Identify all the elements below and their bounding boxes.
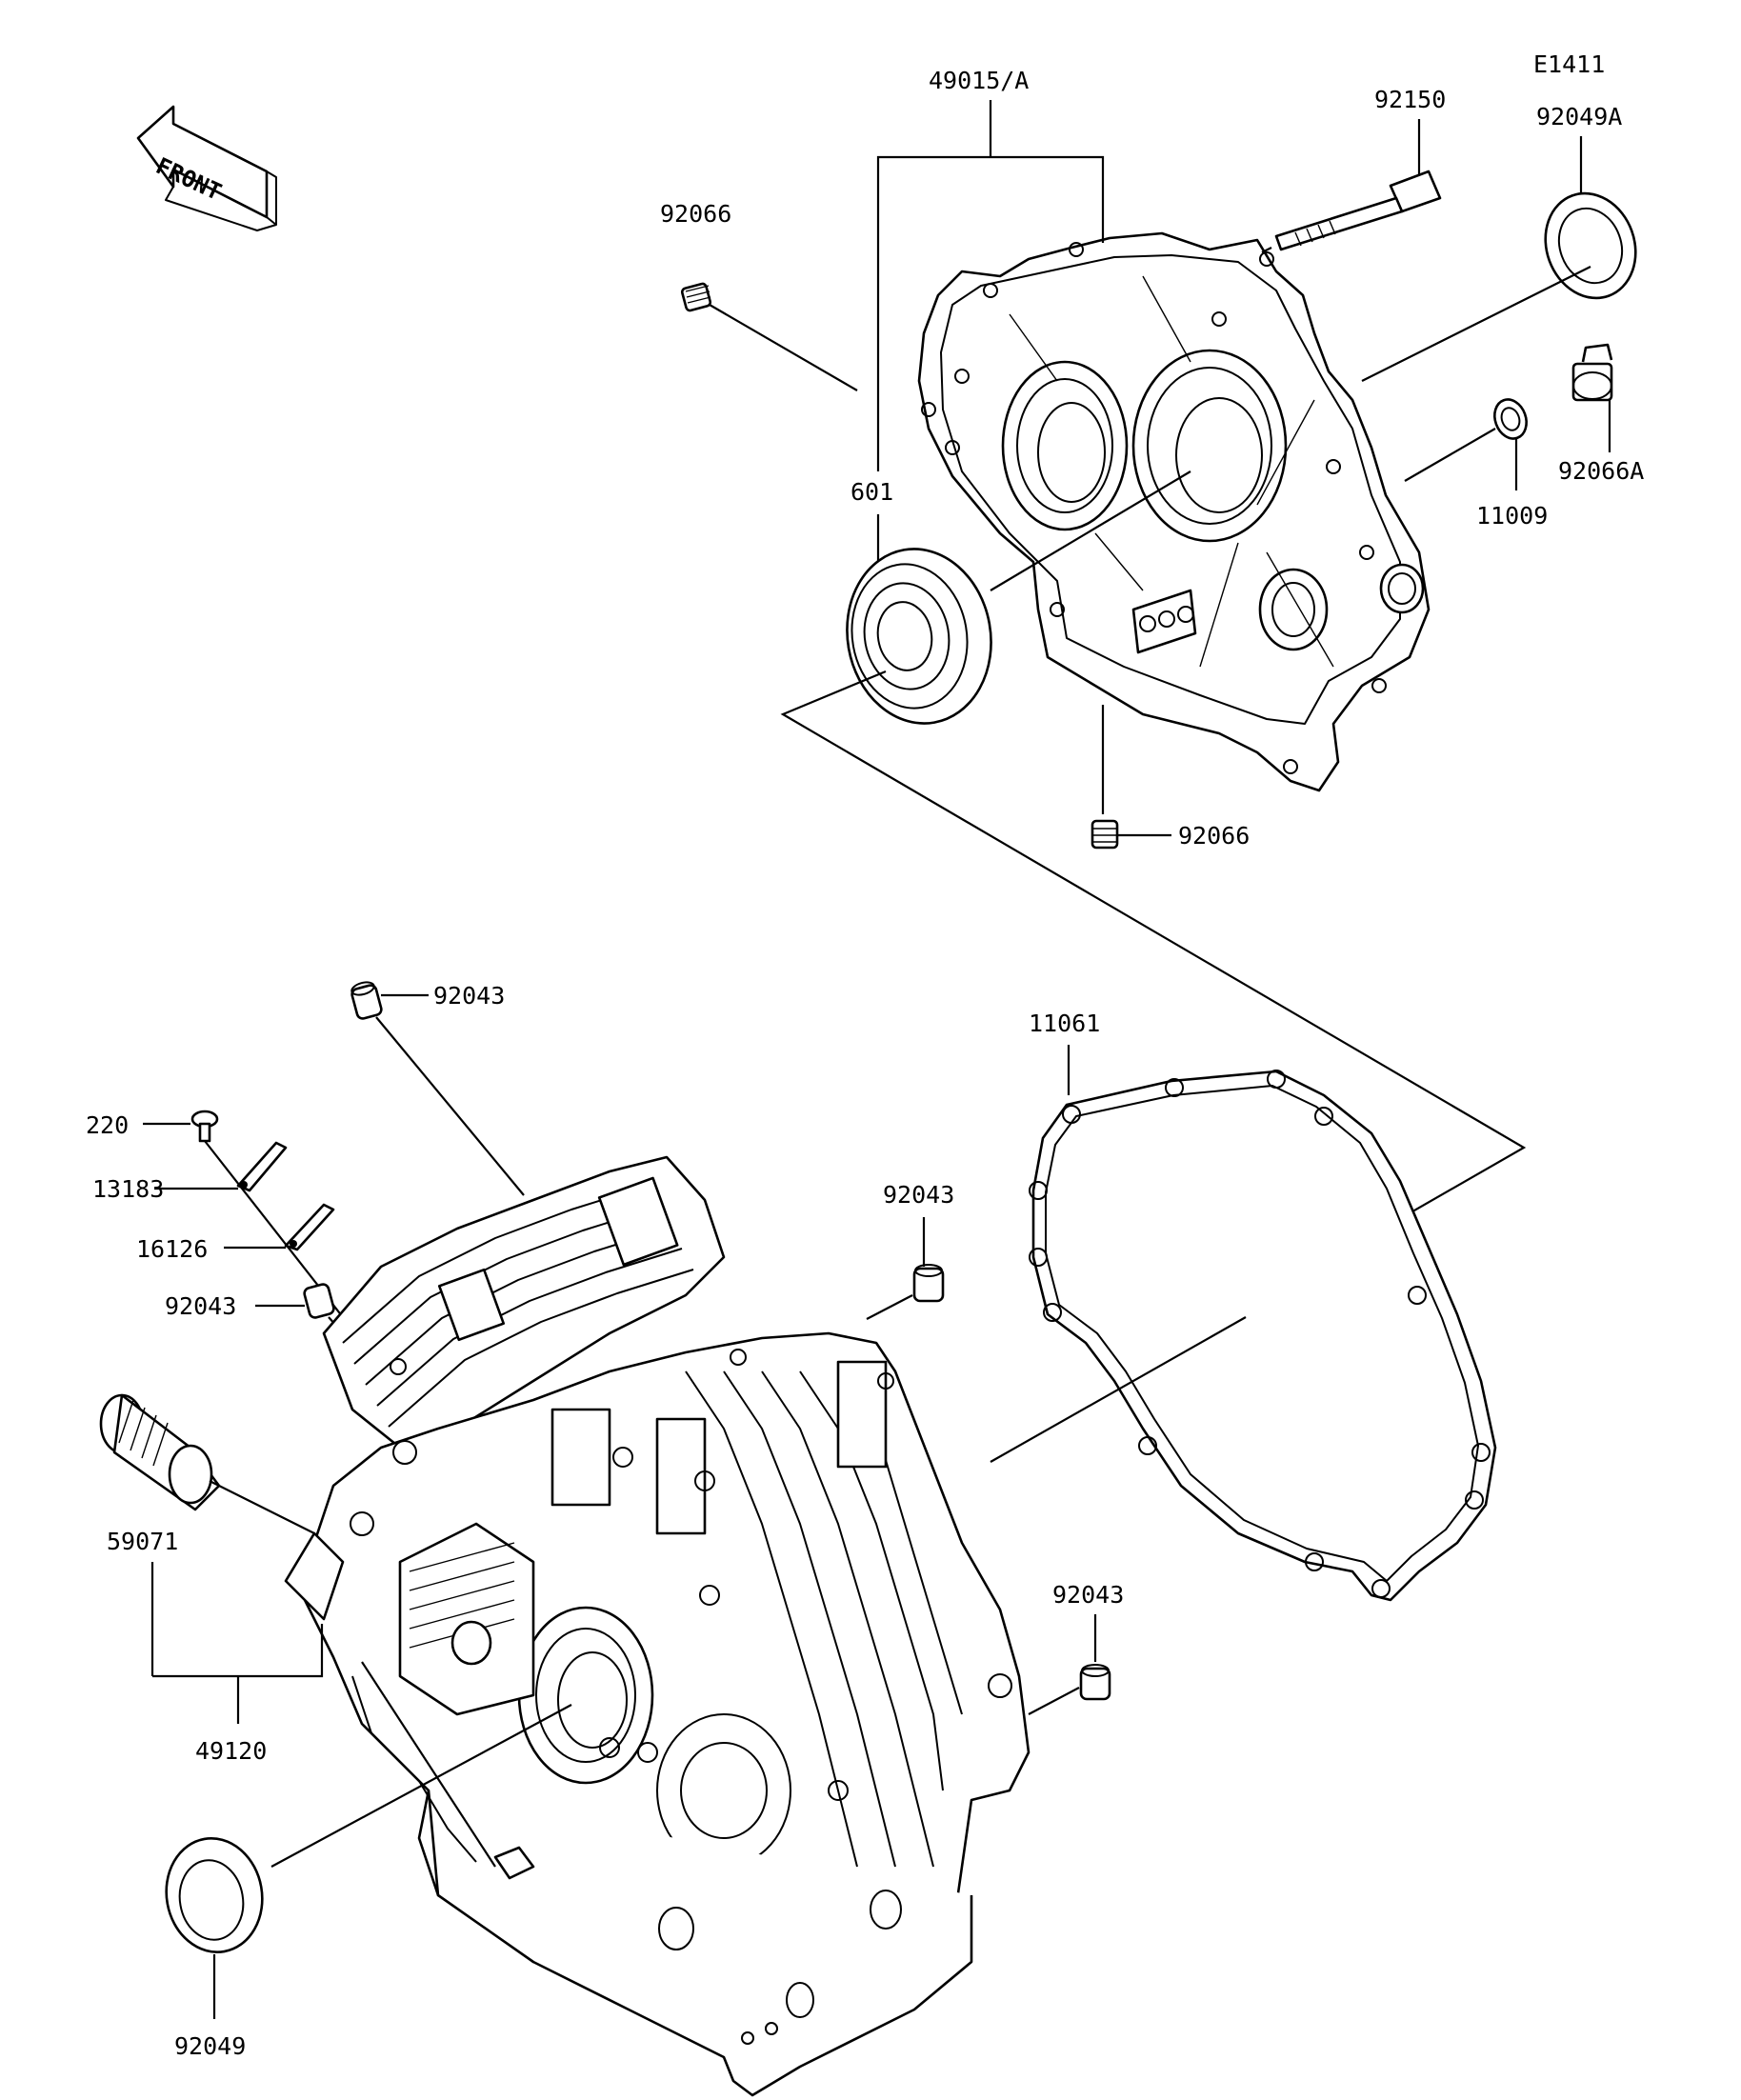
label-49015a: 49015/A <box>929 67 1029 94</box>
screw-220-drawing <box>190 1110 219 1143</box>
drain-plug-92066a-drawing <box>1571 343 1613 402</box>
dowel-92043-mid-drawing <box>912 1264 945 1303</box>
bolt-92150-drawing <box>1274 170 1442 251</box>
label-220: 220 <box>86 1111 129 1139</box>
plug-92066-top-drawing <box>680 282 712 312</box>
bearing-601-drawing <box>846 548 992 725</box>
dowel-92043-top-drawing <box>350 981 383 1020</box>
label-92043-mid: 92043 <box>883 1181 954 1209</box>
label-13183: 13183 <box>92 1175 164 1203</box>
crankcase-cover-drawing <box>917 231 1431 792</box>
label-16126: 16126 <box>136 1235 208 1263</box>
gasket-16126-drawing <box>284 1203 335 1251</box>
label-92049: 92049 <box>174 2032 246 2060</box>
label-92049a: 92049A <box>1536 103 1622 130</box>
crankcase-49120-drawing <box>284 1155 1031 2097</box>
label-92066-bottom: 92066 <box>1178 822 1250 850</box>
oil-seal-92049-drawing <box>165 1836 264 1954</box>
label-92043-right: 92043 <box>1052 1581 1124 1609</box>
plug-92066-bottom-drawing <box>1091 819 1119 850</box>
label-601: 601 <box>850 478 893 506</box>
plate-13183-drawing <box>236 1141 288 1192</box>
label-92066a: 92066A <box>1558 457 1644 485</box>
label-92066-top: 92066 <box>660 200 731 228</box>
front-arrow-icon: FRONT <box>136 105 277 231</box>
label-11061: 11061 <box>1029 1010 1100 1037</box>
dowel-92043-left-drawing <box>303 1283 335 1319</box>
label-92150: 92150 <box>1374 86 1446 113</box>
label-49120: 49120 <box>195 1737 267 1765</box>
diagram-code: E1411 <box>1533 50 1605 78</box>
label-92043-left: 92043 <box>165 1292 236 1320</box>
label-92043-top: 92043 <box>433 982 505 1010</box>
label-59071: 59071 <box>107 1528 178 1555</box>
label-11009: 11009 <box>1476 502 1548 530</box>
gasket-11061-drawing <box>1029 1070 1497 1602</box>
washer-11009-drawing <box>1493 398 1528 440</box>
dowel-92043-right-drawing <box>1079 1664 1111 1701</box>
breather-59071-drawing <box>99 1393 221 1511</box>
oil-seal-92049a-drawing <box>1544 191 1637 300</box>
